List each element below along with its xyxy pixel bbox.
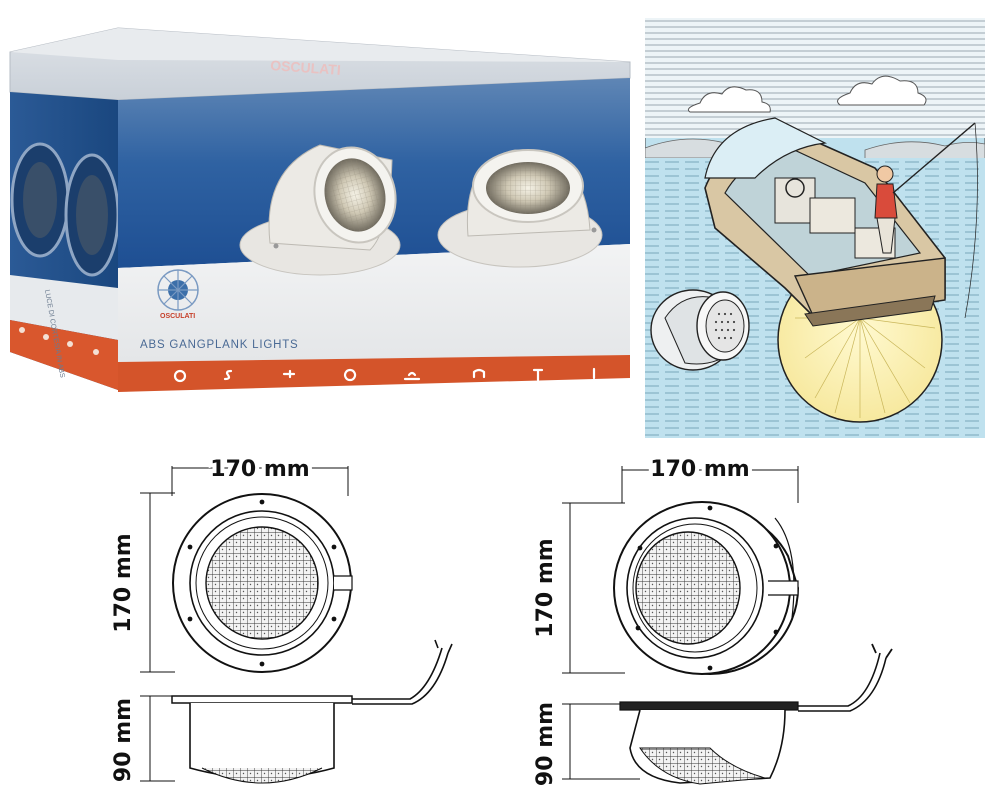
height-dimension-label: 170 mm <box>533 538 558 637</box>
width-dimension-label: 170 mm <box>650 457 749 482</box>
depth-dimension-label: 90 mm <box>111 698 136 782</box>
svg-text:OSCULATI: OSCULATI <box>270 57 341 78</box>
width-dimension-label: 170 mm <box>210 457 309 482</box>
tech-drawing-angled: 170 mm 170 mm 90 mm <box>530 448 950 800</box>
boat <box>704 117 946 327</box>
boat-illustration <box>645 18 985 438</box>
height-dimension-label: 170 mm <box>111 533 136 632</box>
box-lamp-2 <box>437 149 603 268</box>
osculati-logo: OSCULATI <box>157 269 199 320</box>
tech-drawing-round: 170 mm 170 mm 90 mm <box>100 448 500 800</box>
fisherman <box>874 122 978 319</box>
lamp-inset <box>650 289 750 371</box>
depth-dimension-label: 90 mm <box>533 702 558 786</box>
brand-name: OSCULATI <box>160 313 195 320</box>
box-lamp-1 <box>239 144 401 276</box>
product-box-photo: OSCULATI LUCE DI CORTESIA IN ABS <box>0 0 640 410</box>
product-label: ABS GANGPLANK LIGHTS <box>140 339 299 351</box>
box-icon-row <box>173 367 596 383</box>
